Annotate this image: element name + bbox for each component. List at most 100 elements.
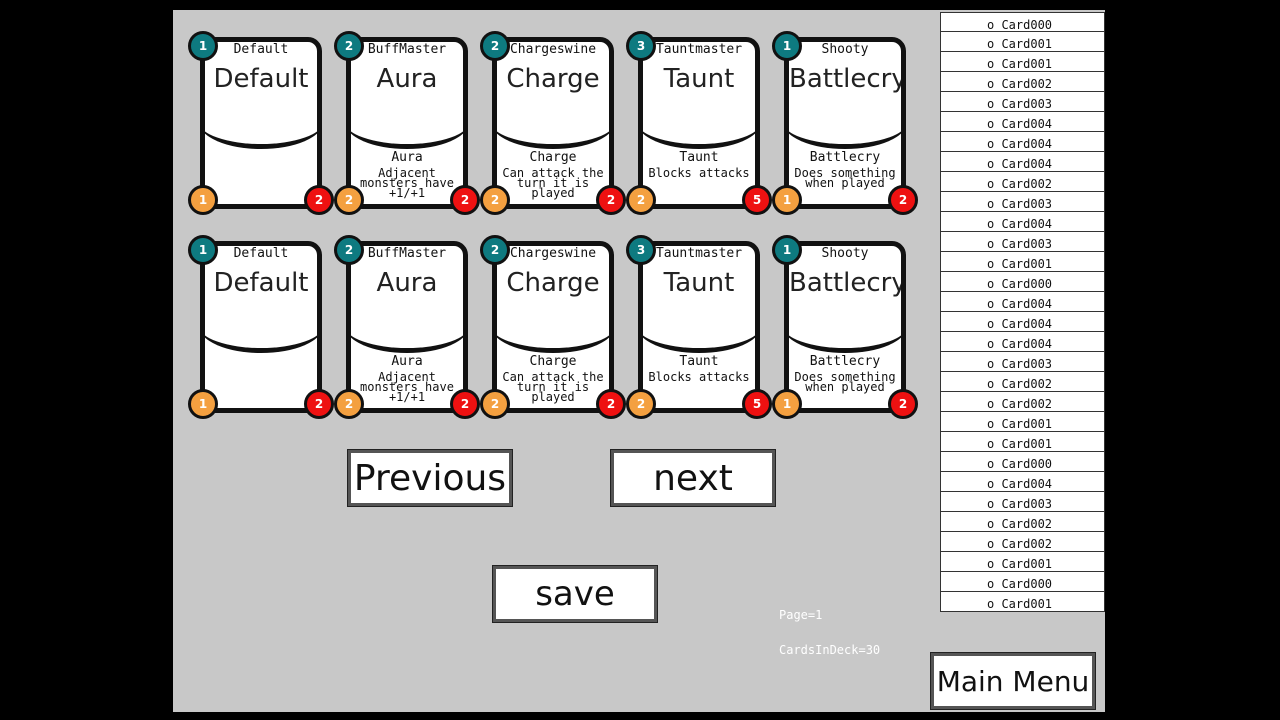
card-ability: Aura	[391, 354, 423, 369]
card-description: Does something when played	[794, 166, 896, 190]
health-badge: 2	[888, 389, 918, 419]
deck-list-item[interactable]: Card000	[940, 12, 1105, 32]
card-name: BuffMaster	[367, 42, 447, 57]
attack-badge: 1	[772, 185, 802, 215]
card-name: BuffMaster	[367, 246, 447, 261]
card-ability: Taunt	[679, 354, 719, 369]
health-badge: 2	[888, 185, 918, 215]
health-badge: 2	[450, 389, 480, 419]
attack-badge: 2	[334, 389, 364, 419]
previous-page-button[interactable]: Previous	[347, 449, 513, 507]
mana-cost-badge: 2	[480, 31, 510, 61]
card-ability: Aura	[391, 150, 423, 165]
card-name: Tauntmaster	[655, 246, 743, 261]
main-menu-button[interactable]: Main Menu	[930, 652, 1096, 710]
deck-list-item[interactable]: Card003	[940, 92, 1105, 112]
card-name: Default	[233, 246, 289, 261]
attack-badge: 2	[334, 185, 364, 215]
deck-list-item[interactable]: Card000	[940, 572, 1105, 592]
deck-list-item[interactable]: Card000	[940, 452, 1105, 472]
deck-card-list[interactable]: Card000Card001Card001Card002Card003Card0…	[940, 12, 1105, 612]
deck-list-item[interactable]: Card002	[940, 392, 1105, 412]
deck-list-item[interactable]: Card003	[940, 352, 1105, 372]
card-title: Battlecry	[789, 268, 906, 298]
card-name: Shooty	[821, 42, 869, 57]
attack-badge: 1	[188, 389, 218, 419]
card-ability: Charge	[529, 150, 577, 165]
attack-badge: 1	[772, 389, 802, 419]
card-description: Can attack the turn it is played	[502, 370, 604, 404]
deck-list-item[interactable]: Card002	[940, 72, 1105, 92]
deck-list-item[interactable]: Card004	[940, 292, 1105, 312]
card-ability: Taunt	[679, 150, 719, 165]
deck-list-item[interactable]: Card004	[940, 212, 1105, 232]
deck-list-item[interactable]: Card004	[940, 332, 1105, 352]
deck-list-item[interactable]: Card002	[940, 172, 1105, 192]
attack-badge: 2	[626, 389, 656, 419]
card-description: Adjacent monsters have +1/+1	[360, 370, 454, 404]
deck-list-item[interactable]: Card002	[940, 372, 1105, 392]
deck-list-item[interactable]: Card003	[940, 232, 1105, 252]
mana-cost-badge: 3	[626, 31, 656, 61]
deck-list-item[interactable]: Card002	[940, 512, 1105, 532]
save-deck-button[interactable]: save	[492, 565, 658, 623]
deck-list-item[interactable]: Card003	[940, 492, 1105, 512]
deck-list-item[interactable]: Card001	[940, 32, 1105, 52]
page-indicator: Page=1	[779, 608, 823, 622]
deck-list-item[interactable]: Card001	[940, 252, 1105, 272]
deck-list-item[interactable]: Card001	[940, 432, 1105, 452]
deck-list-item[interactable]: Card004	[940, 112, 1105, 132]
deck-list-item[interactable]: Card001	[940, 52, 1105, 72]
card-title: Charge	[506, 64, 600, 94]
deck-list-item[interactable]: Card003	[940, 192, 1105, 212]
mana-cost-badge: 1	[772, 31, 802, 61]
card-ability: Battlecry	[809, 150, 881, 165]
mana-cost-badge: 2	[480, 235, 510, 265]
health-badge: 5	[742, 185, 772, 215]
health-badge: 2	[304, 185, 334, 215]
card-ability: Battlecry	[809, 354, 881, 369]
deck-list-item[interactable]: Card001	[940, 592, 1105, 612]
deck-list-item[interactable]: Card004	[940, 132, 1105, 152]
card-name: Chargeswine	[509, 246, 597, 261]
card-title: Aura	[376, 268, 438, 298]
mana-cost-badge: 2	[334, 235, 364, 265]
mana-cost-badge: 2	[334, 31, 364, 61]
card-title: Battlecry	[789, 64, 906, 94]
deck-list-item[interactable]: Card001	[940, 412, 1105, 432]
deck-list-item[interactable]: Card004	[940, 152, 1105, 172]
deck-list-item[interactable]: Card004	[940, 472, 1105, 492]
mana-cost-badge: 3	[626, 235, 656, 265]
card-description: Does something when played	[794, 370, 896, 394]
deck-list-item[interactable]: Card000	[940, 272, 1105, 292]
deck-list-item[interactable]: Card004	[940, 312, 1105, 332]
deck-list-item[interactable]: Card001	[940, 552, 1105, 572]
card-title: Aura	[376, 64, 438, 94]
health-badge: 2	[596, 185, 626, 215]
mana-cost-badge: 1	[772, 235, 802, 265]
deck-list-item[interactable]: Card002	[940, 532, 1105, 552]
card-name: Default	[233, 42, 289, 57]
card-title: Default	[213, 268, 309, 298]
card-ability: Charge	[529, 354, 577, 369]
next-page-button[interactable]: next	[610, 449, 776, 507]
attack-badge: 1	[188, 185, 218, 215]
